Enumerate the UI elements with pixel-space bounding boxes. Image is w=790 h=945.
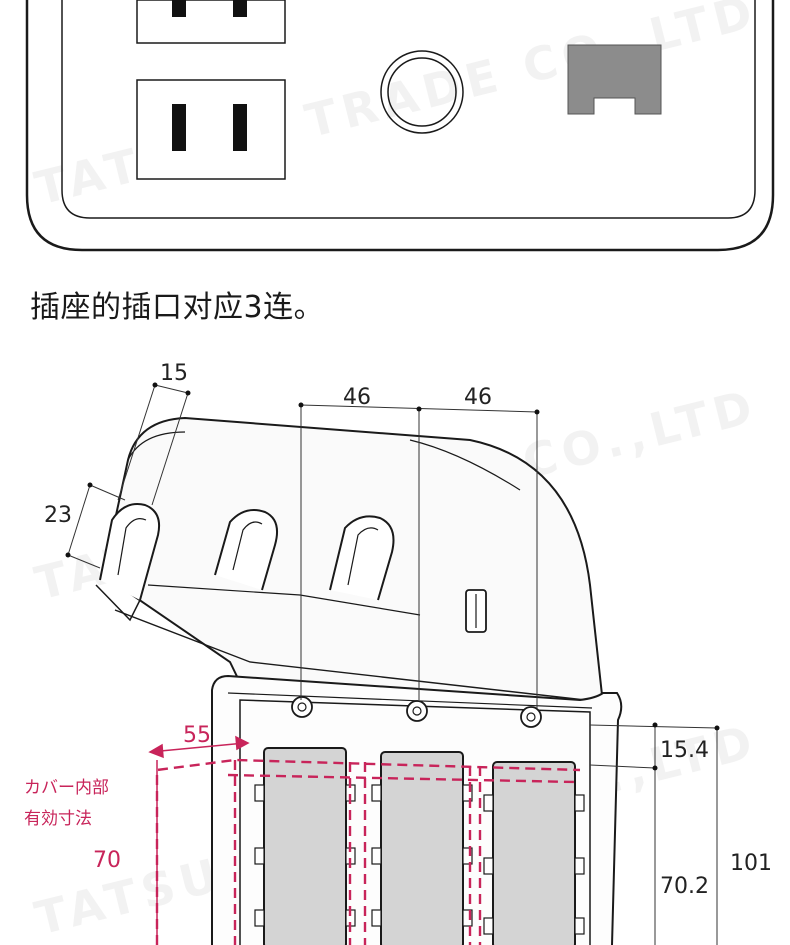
dim-pitch-left: 46 (343, 385, 371, 410)
hinge-screws (291, 696, 542, 728)
dim-total-height: 101 (730, 851, 772, 876)
outlet-plate-right (483, 761, 585, 945)
dim-cover-depth: 55 (183, 723, 211, 748)
cord-slot-middle (214, 509, 278, 591)
outlet-plate-middle (371, 751, 473, 945)
cord-slot-right (329, 515, 395, 601)
dim-left-height: 23 (44, 503, 72, 528)
lid-latch (465, 589, 487, 633)
switch-block (567, 44, 662, 115)
dim-usable-height: 70 (93, 848, 121, 873)
cover-drawing (95, 416, 623, 945)
outlet-plate-left (254, 747, 356, 945)
red-dimension-arrows (148, 735, 250, 945)
outlet-top (136, 0, 286, 44)
round-indicator-icon (380, 50, 464, 134)
dim-upper-gap: 15.4 (660, 738, 709, 763)
note-inner-line1: カバー内部 (24, 778, 109, 798)
dim-inner-height: 70.2 (660, 874, 709, 899)
note-inner-line2: 有効寸法 (24, 809, 92, 829)
caption: 插座的插口对应3连。 (30, 290, 325, 325)
dim-top-width: 15 (160, 361, 188, 386)
power-strip-front-view (25, 0, 775, 252)
cord-slot-left (95, 503, 161, 622)
dim-pitch-right: 46 (464, 385, 492, 410)
outlet-bottom (136, 79, 286, 180)
dimension-dots (65, 382, 720, 771)
